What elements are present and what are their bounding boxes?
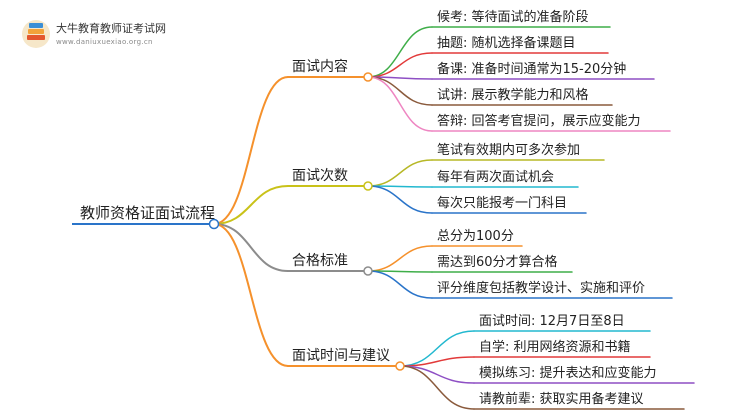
branch-group-schedule: 面试时间与建议 面试时间: 12月7日至8日 自学: 利用网络资源和书籍 模拟练… bbox=[292, 314, 657, 407]
root-connector-dot bbox=[208, 218, 220, 230]
leaf-standard-3[interactable]: 评分维度包括教学设计、实施和评价 bbox=[437, 280, 645, 296]
leaf-content-1[interactable]: 候考: 等待面试的准备阶段 bbox=[437, 9, 589, 25]
connector-lines bbox=[213, 26, 695, 410]
branch-group-standard: 合格标准 总分为100分 需达到60分才算合格 评分维度包括教学设计、实施和评价 bbox=[292, 229, 645, 296]
leaf-connector bbox=[399, 365, 475, 384]
leaf-connector bbox=[367, 245, 433, 272]
leaf-connector bbox=[367, 185, 433, 214]
leaf-standard-1[interactable]: 总分为100分 bbox=[437, 229, 514, 244]
leaf-standard-2[interactable]: 需达到60分才算合格 bbox=[437, 254, 558, 270]
leaf-schedule-4[interactable]: 请教前辈: 获取实用备考建议 bbox=[479, 391, 644, 407]
branch-schedule[interactable]: 面试时间与建议 bbox=[292, 348, 390, 364]
book-stack-icon bbox=[22, 20, 50, 48]
leaf-content-3[interactable]: 备课: 准备时间通常为15-20分钟 bbox=[437, 61, 626, 77]
leaf-connector bbox=[399, 365, 475, 410]
leaf-schedule-1[interactable]: 面试时间: 12月7日至8日 bbox=[479, 314, 625, 329]
leaf-connector bbox=[367, 76, 433, 132]
branch-connector-dot bbox=[363, 181, 373, 191]
leaf-connector bbox=[367, 270, 433, 299]
branch-connector-dot bbox=[363, 266, 373, 276]
branch-times[interactable]: 面试次数 bbox=[292, 168, 348, 184]
root-label: 教师资格证面试流程 bbox=[80, 204, 215, 222]
branch-connector-dot bbox=[363, 72, 373, 82]
leaf-connector bbox=[367, 52, 433, 78]
branch-connector bbox=[213, 223, 289, 367]
branch-group-content: 面试内容 候考: 等待面试的准备阶段 抽题: 随机选择备课题目 备课: 准备时间… bbox=[292, 9, 641, 129]
watermark: 大牛教育教师证考试网 www.daniuxuexiao.org.cn bbox=[22, 20, 166, 48]
branch-standard[interactable]: 合格标准 bbox=[292, 253, 348, 269]
branch-connector bbox=[213, 223, 289, 272]
leaf-times-1[interactable]: 笔试有效期内可多次参加 bbox=[437, 142, 580, 158]
leaf-content-5[interactable]: 答辩: 回答考官提问，展示应变能力 bbox=[437, 113, 641, 129]
watermark-subtitle: www.daniuxuexiao.org.cn bbox=[56, 38, 153, 46]
branch-group-times: 面试次数 笔试有效期内可多次参加 每年有两次面试机会 每次只能报考一门科目 bbox=[292, 142, 580, 211]
branch-connector bbox=[213, 185, 289, 225]
leaf-times-3[interactable]: 每次只能报考一门科目 bbox=[437, 195, 567, 211]
leaf-connector bbox=[399, 330, 475, 367]
branch-connector bbox=[213, 76, 289, 225]
leaf-schedule-3[interactable]: 模拟练习: 提升表达和应变能力 bbox=[479, 365, 657, 381]
leaf-times-2[interactable]: 每年有两次面试机会 bbox=[437, 169, 554, 185]
leaf-content-2[interactable]: 抽题: 随机选择备课题目 bbox=[437, 35, 576, 51]
leaf-connector bbox=[367, 76, 433, 106]
leaf-connector bbox=[367, 26, 433, 78]
branch-content[interactable]: 面试内容 bbox=[292, 58, 348, 75]
root-node[interactable]: 教师资格证面试流程 bbox=[72, 204, 220, 230]
watermark-title: 大牛教育教师证考试网 bbox=[56, 21, 166, 35]
branch-connector-dot bbox=[395, 361, 405, 371]
leaf-schedule-2[interactable]: 自学: 利用网络资源和书籍 bbox=[479, 339, 631, 355]
leaf-content-4[interactable]: 试讲: 展示教学能力和风格 bbox=[437, 87, 589, 103]
leaf-connector bbox=[367, 159, 433, 187]
